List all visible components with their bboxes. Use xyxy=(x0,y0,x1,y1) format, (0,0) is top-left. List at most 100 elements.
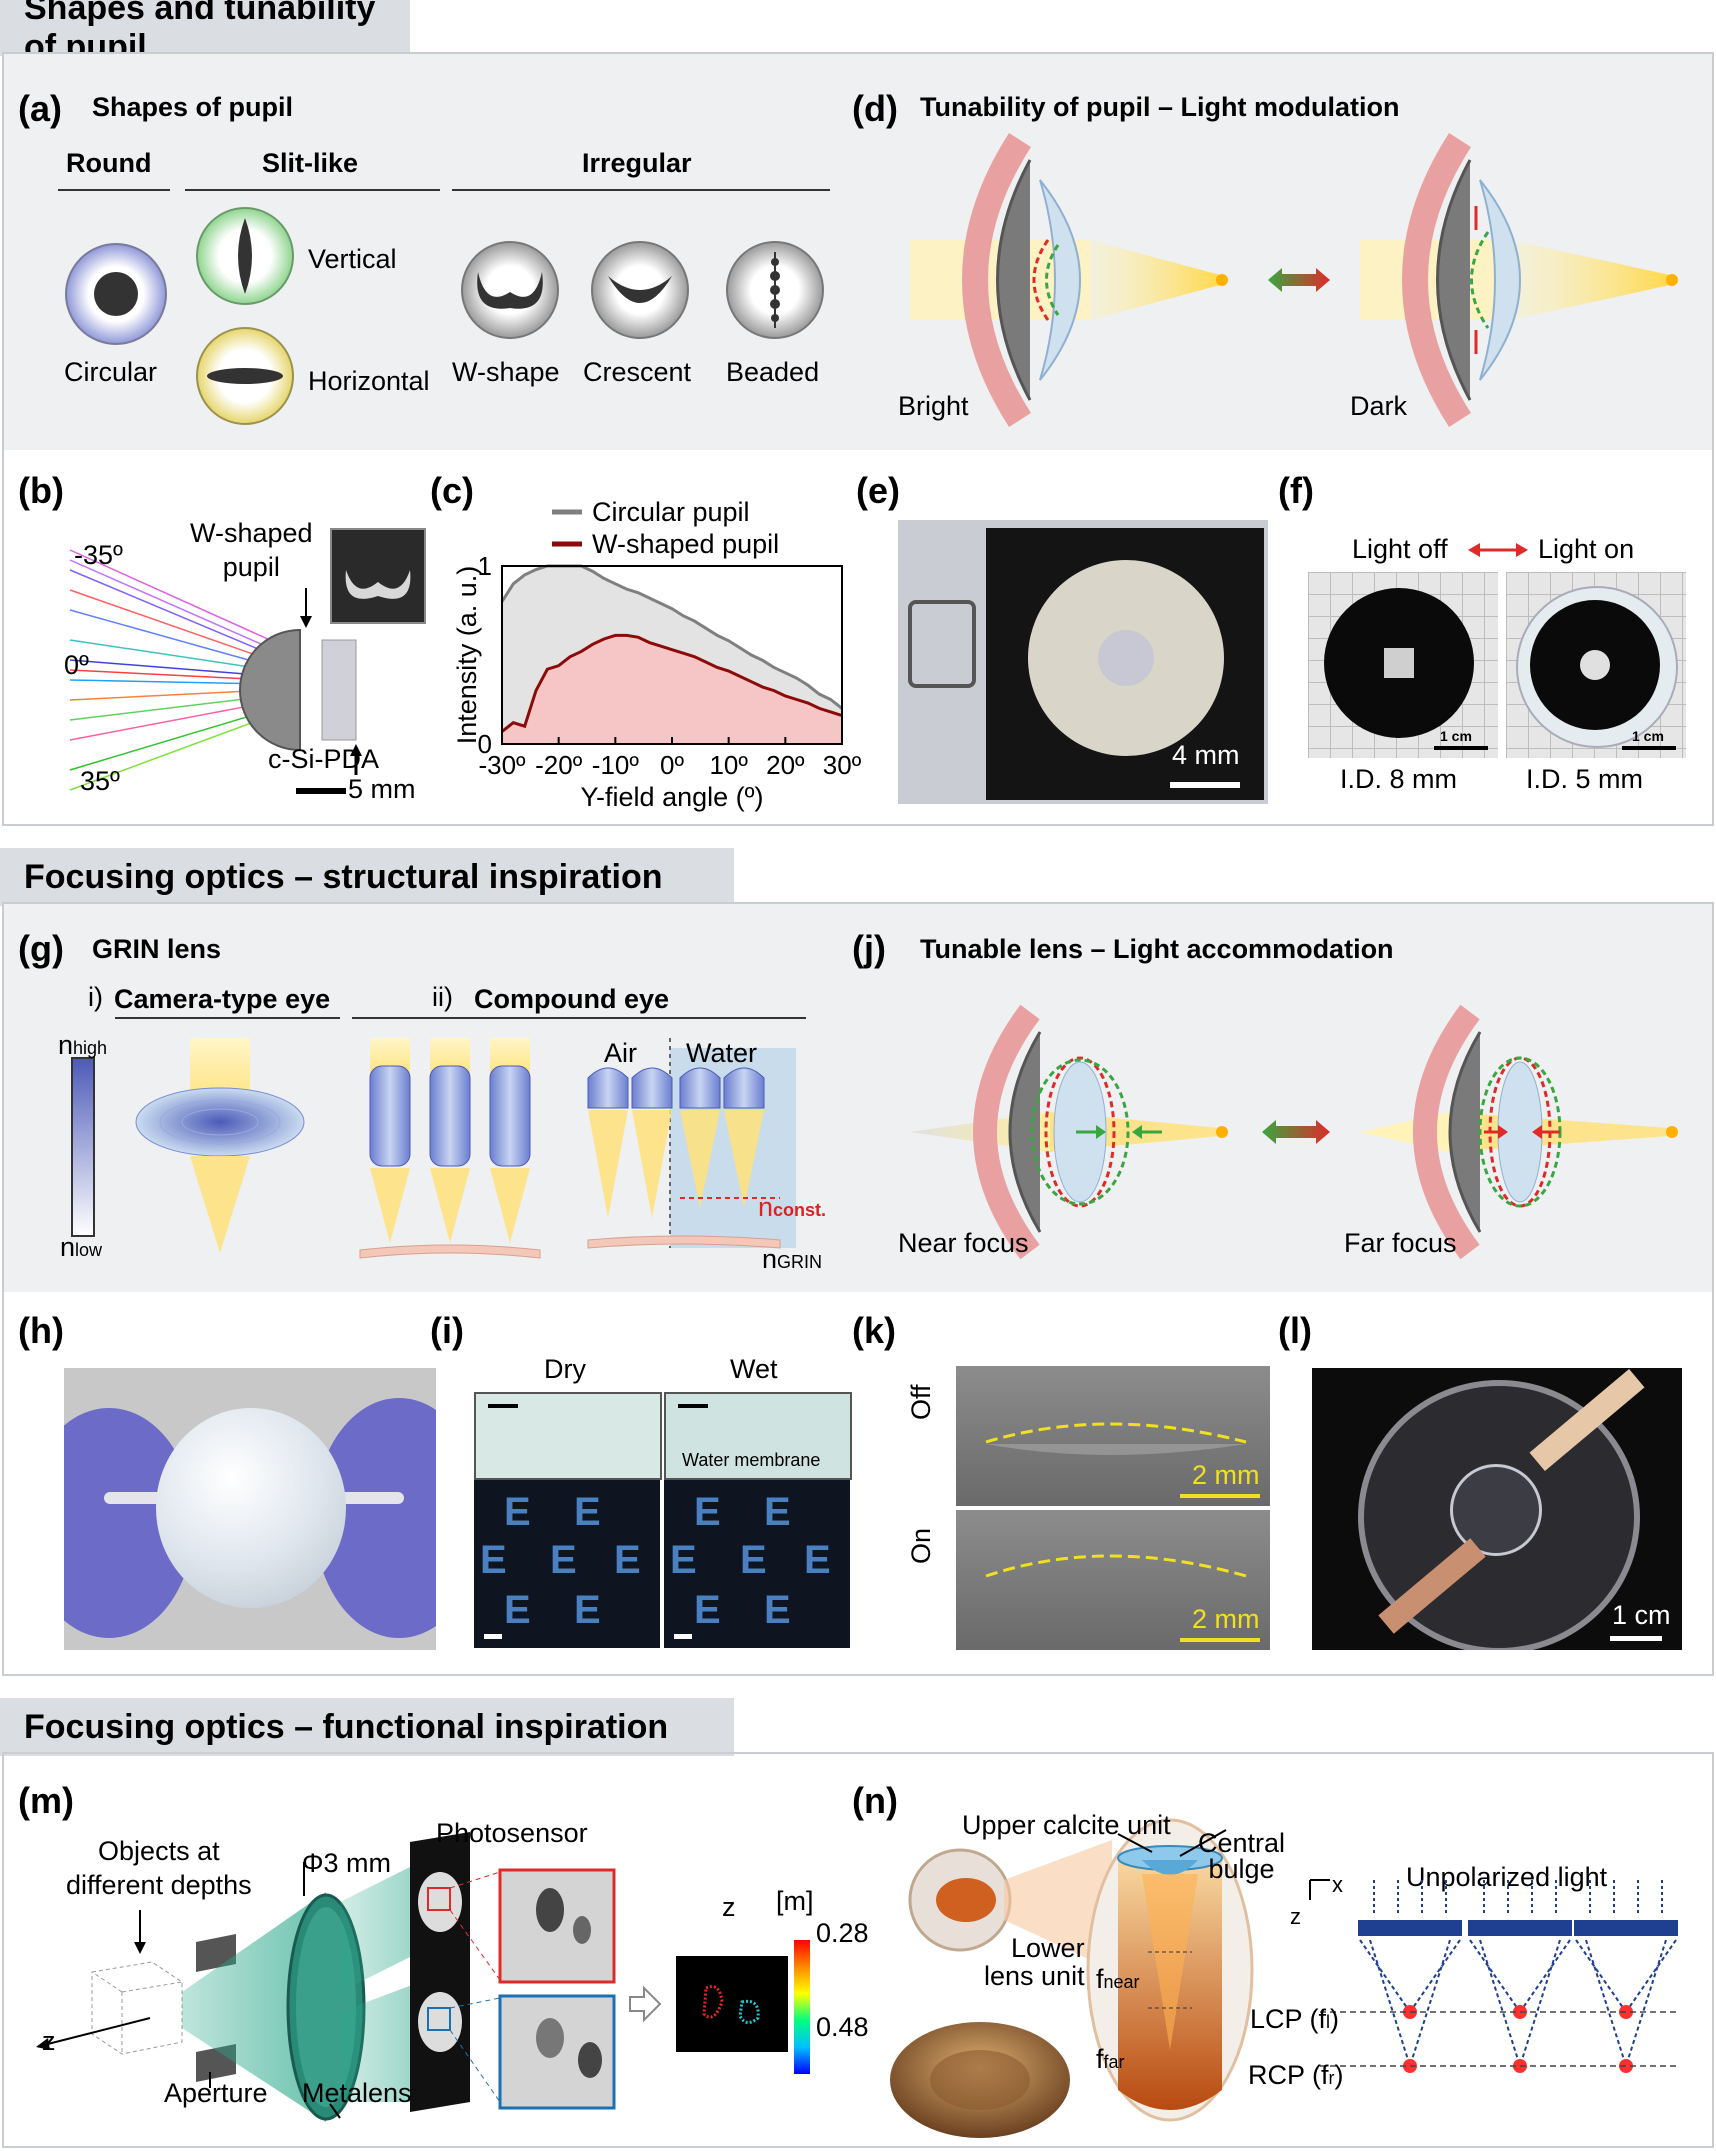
focus-ray xyxy=(1519,1939,1571,2013)
pupil-on-photo xyxy=(1506,572,1686,758)
panel-d-label: (d) xyxy=(852,88,898,129)
label-horizontal: Horizontal xyxy=(308,366,430,396)
panel-j-label: (j) xyxy=(852,928,886,969)
section-title-functional: Focusing optics – functional inspiration xyxy=(0,1698,734,1756)
panel-a-label: (a) xyxy=(18,88,62,129)
panel-n-label: (n) xyxy=(852,1780,898,1821)
n-low-label: nlow xyxy=(60,1232,103,1262)
panel-d-title: Tunability of pupil – Light modulation xyxy=(920,92,1400,122)
series-line-1 xyxy=(501,633,843,733)
y-tick-label: 0 xyxy=(478,729,492,759)
e-letter: E xyxy=(550,1538,577,1582)
panel-h-label: (h) xyxy=(18,1310,64,1351)
e-letter: E xyxy=(694,1588,721,1632)
pupil-off-photo xyxy=(1308,572,1498,758)
lower-lens-label: Lower lens unit xyxy=(984,1933,1085,1991)
scale-label-l: 1 cm xyxy=(1612,1600,1671,1630)
focus-ray xyxy=(1585,1939,1627,2067)
dry-side-photo xyxy=(474,1392,662,1480)
y-axis-label: Intensity (a. u.) xyxy=(452,566,482,745)
caption-id8: I.D. 8 mm xyxy=(1340,764,1458,794)
air-label: Air xyxy=(604,1038,637,1068)
angle-neg35: -35º xyxy=(74,540,123,570)
pupil-tunability-diagram xyxy=(910,132,1678,428)
n-const-label: nconst. xyxy=(758,1192,827,1222)
scale-bar-i xyxy=(674,1634,692,1639)
e-letter: E xyxy=(740,1538,767,1582)
accommodation-arrow-icon xyxy=(1262,1120,1330,1144)
wet-label: Wet xyxy=(730,1354,778,1384)
e-letter: E xyxy=(504,1588,531,1632)
ray-trace-diagram xyxy=(69,549,362,791)
camera-eye-lens-icon xyxy=(135,1038,305,1253)
panel-k-label: (k) xyxy=(852,1310,896,1351)
dry-e-grid-photo xyxy=(474,1480,660,1648)
scale-bar-l xyxy=(1610,1636,1662,1641)
panel-c-label: (c) xyxy=(430,470,474,511)
e-letter: E xyxy=(764,1588,791,1632)
legend-label-0: Circular pupil xyxy=(592,497,750,527)
x-axis-label: x xyxy=(1332,1872,1343,1897)
label-vertical: Vertical xyxy=(308,244,397,274)
e-letter: E xyxy=(574,1588,601,1632)
w-pupil-label: W-shaped pupil xyxy=(190,518,313,582)
trilobite-eye-diagram xyxy=(890,1818,1254,2138)
light-toggle-arrow-icon xyxy=(1468,543,1528,557)
focus-ray xyxy=(1479,1939,1521,2067)
e-letter: E xyxy=(480,1538,507,1582)
object-cube-icon xyxy=(91,1961,183,2055)
panel-g-title: GRIN lens xyxy=(92,934,222,964)
scale-bar-i xyxy=(484,1634,502,1639)
aperture-label: Aperture xyxy=(164,2078,268,2108)
e-letter: E xyxy=(670,1538,697,1582)
eye-dark-icon xyxy=(1360,132,1678,428)
cbar-bottom-label: 0.48 xyxy=(816,2012,869,2042)
e-letter: E xyxy=(504,1490,531,1534)
panel-e-label: (e) xyxy=(856,470,900,511)
ray-fan xyxy=(69,549,271,791)
water-label: Water xyxy=(686,1038,758,1068)
e-letter: E xyxy=(574,1490,601,1534)
focus-ray xyxy=(1519,1939,1561,2067)
light-off-label: Light off xyxy=(1352,534,1448,564)
label-beaded: Beaded xyxy=(726,357,820,387)
focus-ray xyxy=(1625,1939,1667,2067)
wet-e-grid-photo xyxy=(664,1480,850,1648)
wet-side-photo: Water membrane xyxy=(664,1392,852,1480)
e-letter: E xyxy=(694,1490,721,1534)
metasurface-diagram xyxy=(1309,1879,1680,2073)
lens-off-photo xyxy=(956,1366,1270,1506)
label-w-shape: W-shape xyxy=(452,357,560,387)
scale-bar-b xyxy=(296,788,346,794)
eye-near-focus-icon xyxy=(910,1004,1228,1260)
photosensor-label: Photosensor xyxy=(436,1818,588,1848)
e-letter: E xyxy=(764,1490,791,1534)
pupil-shapes-diagram xyxy=(58,189,830,425)
compound-eye-zoom-icon xyxy=(908,1840,1112,1970)
focus-ray xyxy=(1409,1939,1461,2013)
light-on-label: Light on xyxy=(1538,534,1635,564)
metasurface-block xyxy=(1468,1920,1572,1936)
objects-label: Objects at different depths xyxy=(66,1836,252,1900)
z-axis-label: z xyxy=(42,2026,56,2056)
central-bulge-label: Central bulge xyxy=(1198,1828,1286,1884)
panel-a-title: Shapes of pupil xyxy=(92,92,294,122)
horizontal-pupil-icon xyxy=(196,327,294,425)
w-shape-pupil-icon xyxy=(461,241,559,339)
group-slit: Slit-like xyxy=(262,148,359,178)
e-letter: E xyxy=(804,1538,831,1582)
scale-bar-f2 xyxy=(1622,746,1676,750)
lcp-label: LCP (fl) xyxy=(1250,2004,1340,2034)
upper-calcite-label: Upper calcite unit xyxy=(962,1810,1171,1840)
modulation-arrow-icon xyxy=(1268,268,1330,292)
panel-b-label: (b) xyxy=(18,470,64,511)
label-circular: Circular xyxy=(64,357,158,387)
membrane-label: Water membrane xyxy=(682,1450,821,1470)
beaded-pupil-icon xyxy=(726,241,824,339)
section-title-text: Focusing optics – functional inspiration xyxy=(24,1707,669,1746)
sub-i-num: i) xyxy=(88,982,103,1012)
scale-label-k1: 2 mm xyxy=(1192,1460,1260,1490)
panel-m-label: (m) xyxy=(18,1780,74,1821)
